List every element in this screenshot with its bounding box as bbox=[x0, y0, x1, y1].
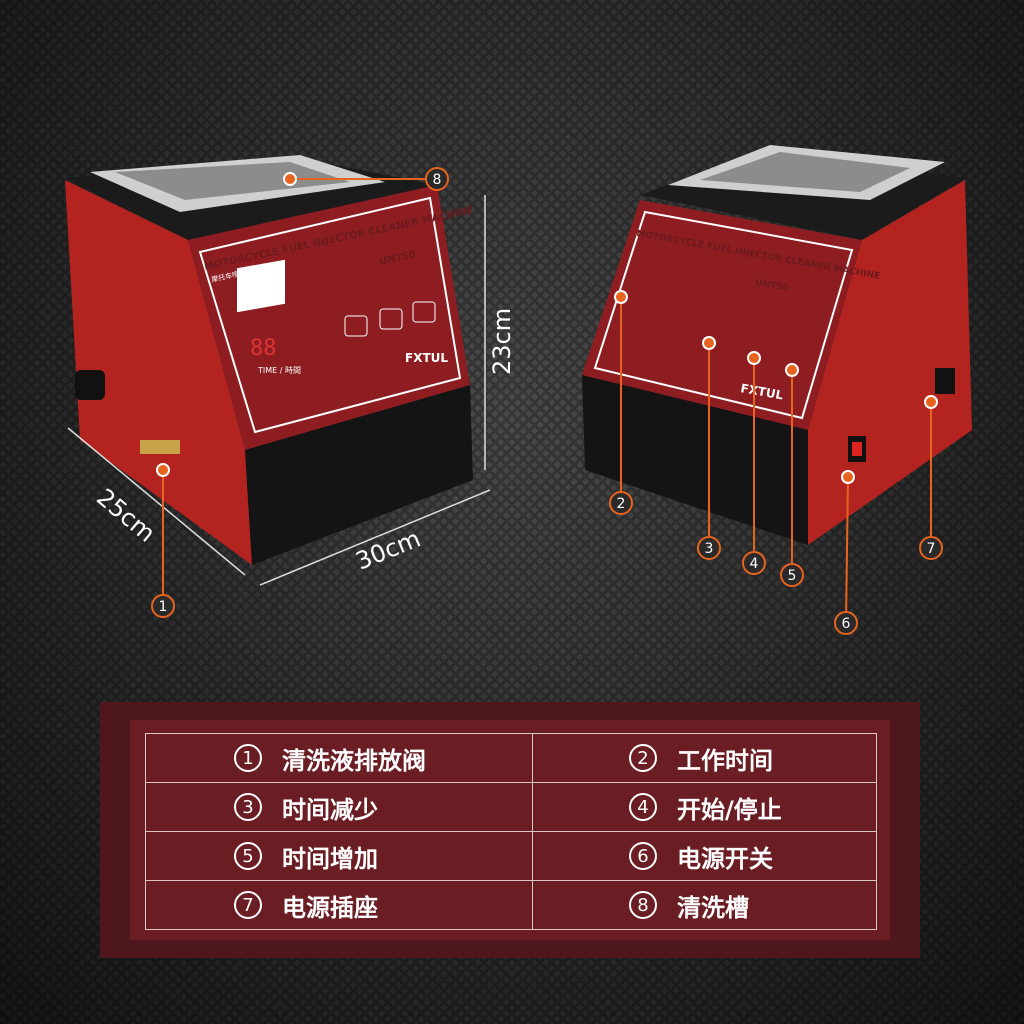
legend-label: 时间增加 bbox=[282, 844, 378, 873]
callout-dot bbox=[614, 290, 628, 304]
callout-number: 5 bbox=[234, 842, 262, 870]
callout-badge bbox=[425, 167, 449, 191]
callout-number: 7 bbox=[927, 541, 936, 557]
cable-gland bbox=[75, 370, 105, 400]
callout-badge bbox=[151, 594, 175, 618]
callout-number: 8 bbox=[433, 172, 442, 188]
callout-number: 3 bbox=[705, 541, 714, 557]
callout-leader bbox=[845, 476, 849, 624]
callout-number: 4 bbox=[629, 793, 657, 821]
legend-label: 电源插座 bbox=[282, 893, 378, 922]
callout-badge bbox=[919, 536, 943, 560]
legend-label: 清洗液排放阀 bbox=[282, 746, 426, 775]
callout-badge bbox=[780, 563, 804, 587]
dimension-lines bbox=[67, 195, 491, 586]
callout-number: 6 bbox=[629, 842, 657, 870]
callout-badge bbox=[834, 611, 858, 635]
callout-dot bbox=[747, 351, 761, 365]
callout-dot bbox=[702, 336, 716, 350]
depth-label: 25cm bbox=[91, 483, 160, 548]
callout-badge bbox=[697, 536, 721, 560]
height-label: 23cm bbox=[488, 308, 516, 375]
callout-dot bbox=[841, 470, 855, 484]
callout-number: 3 bbox=[234, 793, 262, 821]
callout-dot bbox=[785, 363, 799, 377]
power-socket[interactable] bbox=[935, 368, 955, 394]
table-row: 5 时间增加 6 电源开关 bbox=[145, 831, 877, 881]
table-row: 3 时间减少 4 开始/停止 bbox=[145, 782, 877, 832]
callout-number: 8 bbox=[629, 891, 657, 919]
callout-number: 2 bbox=[629, 744, 657, 772]
callout-number: 1 bbox=[159, 599, 168, 615]
legend-label: 工作时间 bbox=[677, 746, 773, 775]
drain-valve bbox=[140, 440, 180, 454]
callouts: 1 2 3 4 5 6 7 8 bbox=[151, 167, 943, 635]
legend-label: 开始/停止 bbox=[677, 795, 782, 824]
callout-number: 5 bbox=[788, 568, 797, 584]
callout-number: 7 bbox=[234, 891, 262, 919]
product-scene: MOTORCYCLE FUEL INJECTOR CLEANER MACHINE… bbox=[65, 145, 972, 635]
time-display: 88 bbox=[250, 336, 277, 361]
machine-right: MOTORCYCLE FUEL INJECTOR CLEANER MACHINE… bbox=[582, 145, 972, 545]
callout-number: 4 bbox=[750, 556, 759, 572]
increase-button[interactable] bbox=[412, 301, 436, 323]
decrease-button[interactable] bbox=[344, 315, 368, 337]
callout-number: 2 bbox=[617, 496, 626, 512]
callout-badge bbox=[609, 491, 633, 515]
callout-dot bbox=[283, 172, 297, 186]
machine-left: MOTORCYCLE FUEL INJECTOR CLEANER MACHINE… bbox=[65, 155, 475, 565]
start-stop-button[interactable] bbox=[379, 308, 403, 330]
callout-dot bbox=[924, 395, 938, 409]
callout-number: 6 bbox=[842, 616, 851, 632]
time-label: TIME / 時間 bbox=[257, 366, 301, 375]
legend-table: 1 清洗液排放阀 2 工作时间 3 时间减少 4 开始/停止 5 时间增加 6 电源开关 7… bbox=[145, 733, 877, 930]
callout-number: 1 bbox=[234, 744, 262, 772]
callout-badge bbox=[742, 551, 766, 575]
callout-dot bbox=[156, 463, 170, 477]
legend-label: 时间减少 bbox=[282, 795, 378, 824]
table-row: 1 清洗液排放阀 2 工作时间 bbox=[145, 733, 877, 783]
brand-label: FXTUL bbox=[405, 351, 448, 365]
legend-label: 电源开关 bbox=[677, 844, 773, 873]
legend-label: 清洗槽 bbox=[677, 893, 749, 922]
table-row: 7 电源插座 8 清洗槽 bbox=[145, 880, 877, 930]
